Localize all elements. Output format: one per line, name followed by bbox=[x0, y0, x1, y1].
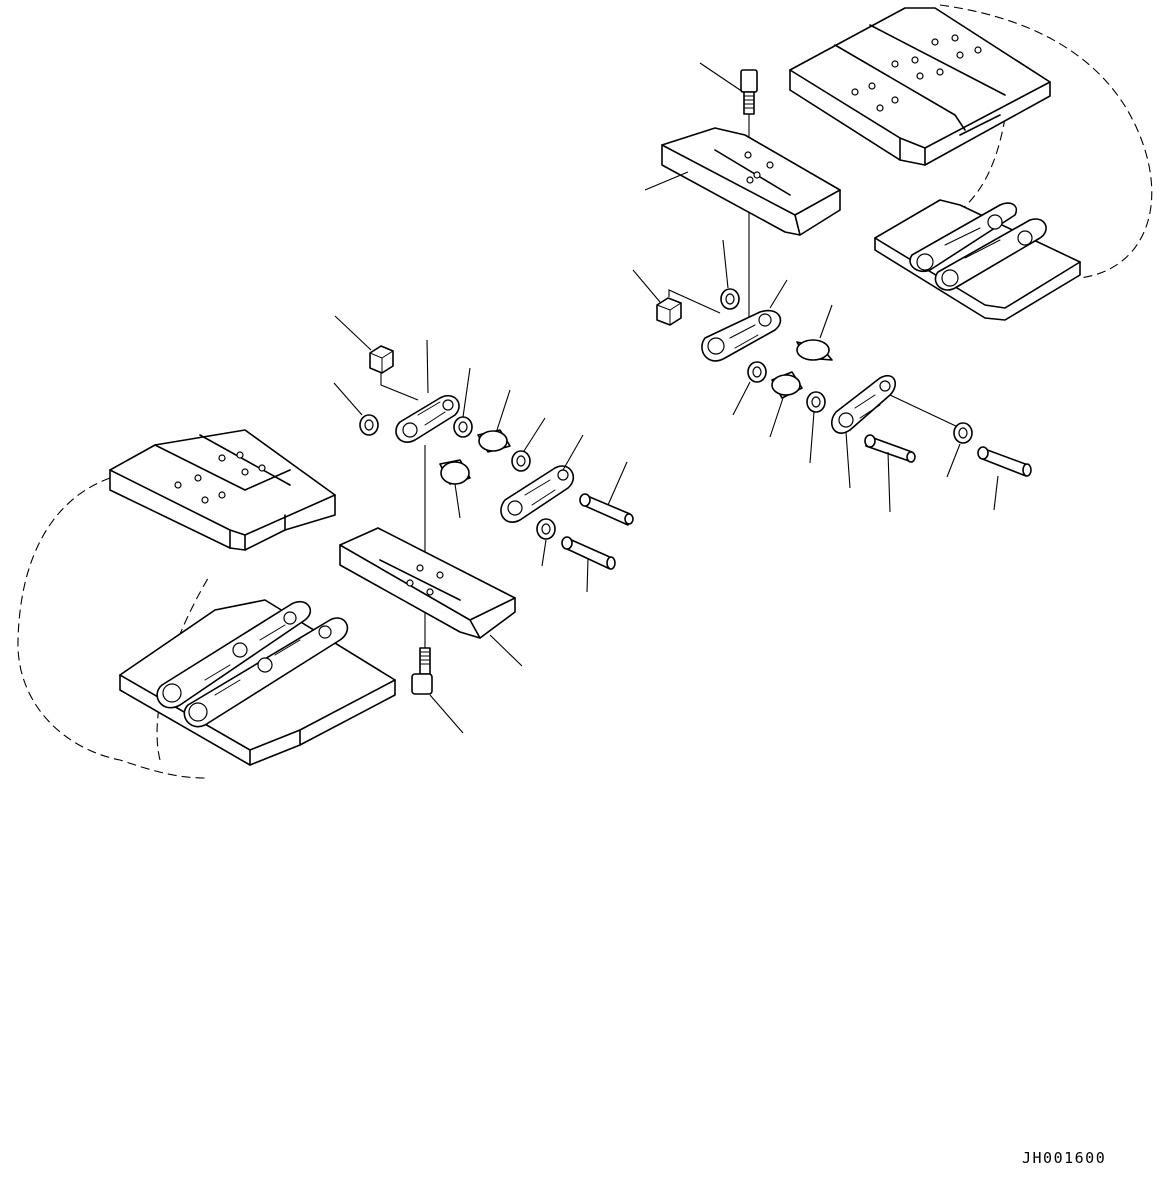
right-bushing-mid bbox=[769, 371, 803, 438]
left-seal-4 bbox=[536, 518, 556, 567]
right-master-link bbox=[701, 279, 788, 362]
right-pin-2 bbox=[977, 446, 1032, 511]
right-bushing-long bbox=[796, 304, 833, 361]
right-track-section bbox=[632, 4, 1153, 513]
right-pin-1 bbox=[864, 434, 916, 513]
left-pin-1 bbox=[579, 461, 634, 526]
right-seal-1 bbox=[732, 361, 767, 416]
right-link-2 bbox=[831, 375, 961, 489]
right-nut bbox=[632, 269, 721, 326]
left-nut bbox=[334, 315, 419, 401]
left-track-section bbox=[17, 315, 634, 779]
left-seal-2 bbox=[453, 367, 473, 438]
left-track-links-bottom bbox=[119, 599, 396, 766]
left-link-2 bbox=[500, 434, 584, 523]
left-seal-1 bbox=[333, 382, 379, 436]
left-bushing-2 bbox=[439, 459, 471, 519]
left-pin-2 bbox=[561, 536, 616, 593]
right-seal-3 bbox=[946, 422, 973, 478]
left-single-shoe bbox=[339, 527, 523, 667]
left-seal-3 bbox=[511, 417, 546, 472]
left-track-shoes-top bbox=[109, 429, 336, 551]
left-master-link bbox=[395, 339, 460, 690]
right-single-shoe bbox=[644, 127, 841, 236]
left-bushing-1 bbox=[477, 389, 511, 453]
right-bushing-small-1 bbox=[720, 239, 740, 310]
right-track-shoes-top bbox=[789, 7, 1051, 166]
left-shoe-bolt bbox=[411, 647, 464, 734]
right-seal-2 bbox=[806, 391, 826, 464]
right-track-links-bottom bbox=[874, 199, 1081, 321]
drawing-code-label: JH001600 bbox=[1022, 1149, 1107, 1167]
